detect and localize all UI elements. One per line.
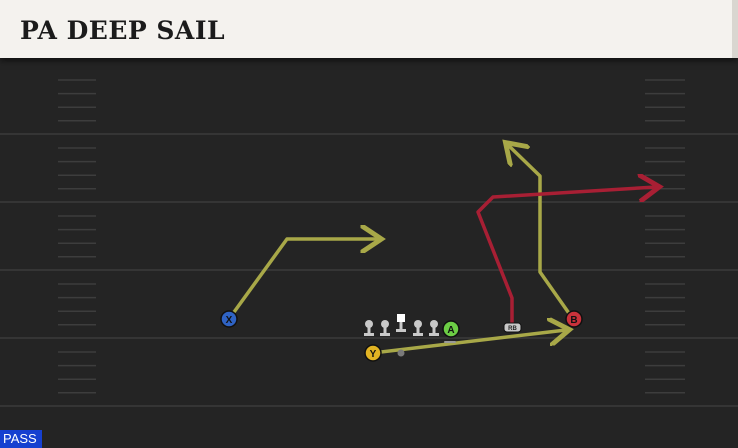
routes (227, 145, 656, 355)
player-a[interactable]: A (442, 320, 460, 338)
player-x[interactable]: X (220, 310, 238, 328)
play-type-tag: PASS (0, 430, 42, 448)
player-b[interactable]: B (565, 310, 583, 328)
player-x-label: X (226, 315, 233, 326)
player-b-label: B (570, 315, 577, 326)
player-rb[interactable]: RB (503, 322, 522, 333)
player-b-marker (565, 310, 583, 328)
player-y-label: Y (370, 349, 377, 360)
lineman-icon (413, 320, 423, 336)
title-bar: PA DEEP SAIL (0, 0, 738, 58)
player-y[interactable]: Y (364, 344, 382, 362)
offensive-line (364, 314, 439, 357)
player-y-marker (364, 344, 382, 362)
play-title: PA DEEP SAIL (20, 16, 226, 45)
rb-route (476, 187, 656, 329)
x-route (227, 239, 378, 321)
player-x-marker (220, 310, 238, 328)
yard-lines (0, 133, 738, 407)
quarterback-dot (397, 349, 405, 357)
y-route (371, 330, 566, 355)
player-rb-marker (503, 322, 522, 333)
player-a-label: A (447, 325, 454, 336)
b-route (508, 145, 575, 321)
player-rb-label: RB (508, 326, 517, 332)
player-a-marker (442, 320, 460, 338)
hash-marks-right (645, 79, 685, 394)
lineman-icon (429, 320, 439, 336)
hash-marks-left (58, 79, 96, 394)
lineman-icon (364, 320, 374, 336)
center-icon (396, 314, 406, 332)
lineman-icon (380, 320, 390, 336)
